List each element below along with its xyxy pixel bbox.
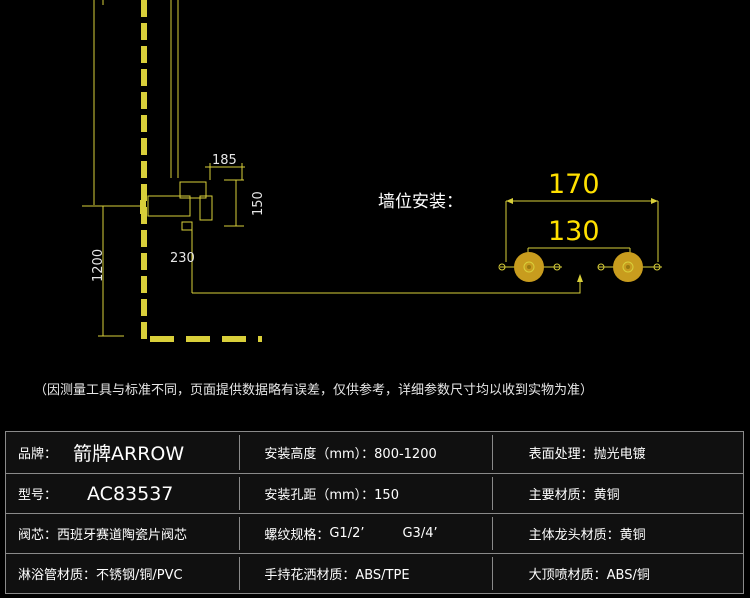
mixer-valve (199, 195, 213, 221)
brand-value: 箭牌ARROW (73, 443, 185, 465)
left-fitting-hub (523, 261, 535, 273)
right-fitting-core (626, 265, 630, 269)
handshower-material-cell: 手持花洒材质：ABS/TPE (240, 557, 493, 590)
right-fitting-end-l (597, 263, 605, 271)
model-label: 型号： (18, 488, 58, 503)
install-height-cell: 安装高度（mm）：800-1200 (240, 435, 493, 470)
installation-diagram: 185 150 230 1200 墙位安装： 170 130 (82, 0, 662, 342)
dim-130-text: 130 (548, 216, 600, 247)
model-value: AC83537 (87, 482, 174, 505)
thread-label: 螺纹规格： (264, 528, 330, 543)
spec-row: 阀芯：西班牙赛道陶瓷片阀芯 螺纹规格： G1/2’ G3/4’ 主体龙头材质：黄… (6, 513, 743, 553)
brand-cell: 品牌： 箭牌ARROW (6, 435, 241, 470)
spout (181, 221, 193, 231)
dim-1200-text: 1200 (91, 249, 106, 282)
faucet-material-cell: 主体龙头材质：黄铜 (528, 528, 646, 543)
thread-b: G3/4’ (402, 526, 438, 541)
main-material-cell: 主要材质：黄铜 (528, 488, 620, 503)
pipe-material-cell: 淋浴管材质：不锈钢/铜/PVC (6, 557, 241, 590)
spec-row: 品牌： 箭牌ARROW 安装高度（mm）：800-1200 表面处理：抛光电镀 (6, 432, 743, 473)
model-cell: 型号： AC83537 (6, 477, 241, 510)
mixer-plate (140, 200, 146, 214)
right-fitting-end-r (653, 263, 661, 271)
dim-230-text: 230 (170, 251, 195, 266)
left-fitting-end-l (498, 263, 506, 271)
leader-line (192, 280, 581, 294)
brand-label: 品牌： (18, 447, 58, 462)
hole-distance-cell: 安装孔距（mm）：150 (240, 477, 493, 510)
left-fitting-end-r (553, 263, 561, 271)
surface-cell: 表面处理：抛光电镀 (528, 447, 646, 462)
right-fitting-hub (622, 261, 634, 273)
dim-170-arrow-l (506, 198, 513, 204)
leader-arrow (577, 274, 583, 282)
spec-row: 淋浴管材质：不锈钢/铜/PVC 手持花洒材质：ABS/TPE 大顶喷材质：ABS… (6, 553, 743, 593)
dim-185-text: 185 (212, 153, 237, 168)
spec-table: 品牌： 箭牌ARROW 安装高度（mm）：800-1200 表面处理：抛光电镀 … (5, 431, 744, 594)
mixer-body (147, 195, 191, 217)
dim-170-text: 170 (548, 169, 600, 200)
thread-a: G1/2’ (329, 526, 365, 541)
dim-150-text: 150 (251, 191, 266, 216)
spec-row: 型号： AC83537 安装孔距（mm）：150 主要材质：黄铜 (6, 473, 743, 513)
dim-170-arrow-r (651, 198, 658, 204)
thread-cell: 螺纹规格： G1/2’ G3/4’ (240, 517, 493, 550)
valve-cell: 阀芯：西班牙赛道陶瓷片阀芯 (6, 517, 241, 550)
top-spray-material-cell: 大顶喷材质：ABS/铜 (528, 568, 650, 583)
disclaimer-text: （因测量工具与标准不同，页面提供数据略有误差，仅供参考，详细参数尺寸均以收到实物… (34, 383, 594, 398)
wall-install-label: 墙位安装： (378, 192, 463, 212)
left-fitting-core (527, 265, 531, 269)
mixer-handle (179, 181, 207, 199)
